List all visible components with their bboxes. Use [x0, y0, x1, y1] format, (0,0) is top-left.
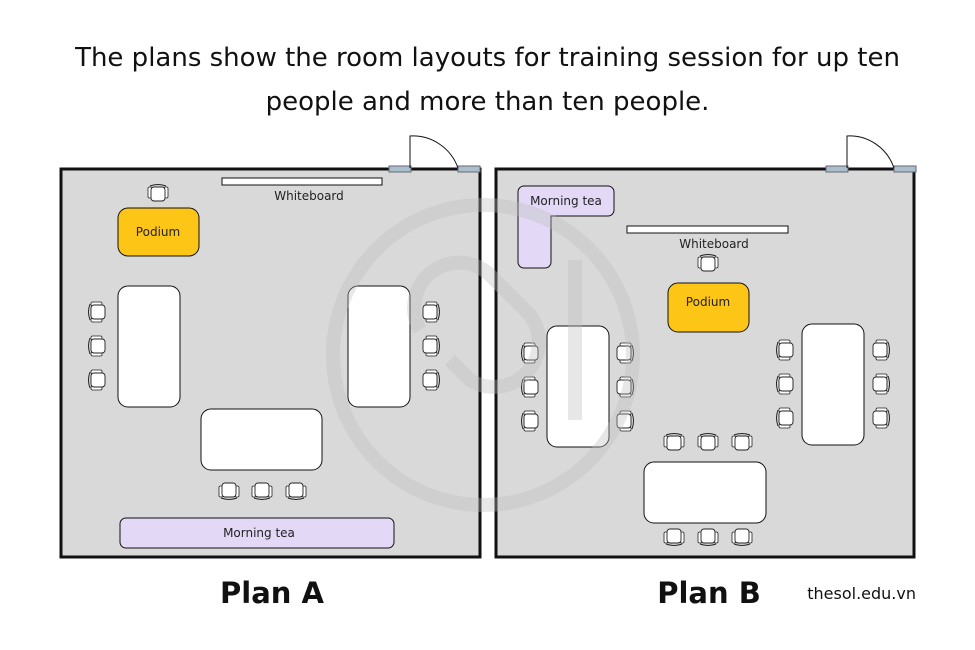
plan-b-morning-tea [517, 185, 615, 269]
title-line-1: The plans show the room layouts for trai… [75, 43, 900, 73]
plan-b-morning-tea-label: Morning tea [530, 194, 602, 208]
chair-icon [218, 482, 240, 500]
chair-icon [872, 407, 890, 429]
plan-a-podium [117, 207, 200, 257]
plan-a-whiteboard [221, 177, 383, 186]
plan-a-table-bottom [200, 408, 323, 471]
watermark-logo [326, 198, 640, 512]
plan-a-table-right [347, 285, 411, 408]
plan-b-table-left [546, 325, 610, 448]
chair-icon [776, 339, 794, 361]
credit-text: thesol.edu.vn [807, 584, 916, 603]
title: The plans show the room layouts for trai… [0, 36, 975, 124]
plan-a-table-left [117, 285, 181, 408]
chair-icon [251, 482, 273, 500]
plan-a-whiteboard-label: Whiteboard [274, 189, 344, 203]
plan-a-morning-tea-label: Morning tea [223, 526, 295, 540]
plan-b-podium [667, 282, 750, 333]
title-line-2: people and more than ten people. [265, 87, 710, 117]
plan-a-label: Plan A [220, 576, 325, 610]
chair-icon [616, 342, 634, 364]
chair-icon [616, 410, 634, 432]
chair-icon [697, 254, 719, 272]
chair-icon [872, 373, 890, 395]
plan-b-table-right [801, 323, 865, 446]
chair-icon [521, 410, 539, 432]
plan-a-morning-tea [119, 517, 395, 549]
plan-a-podium-label: Podium [136, 225, 180, 239]
chair-icon [731, 528, 753, 546]
chair-icon [88, 301, 106, 323]
chair-icon [697, 433, 719, 451]
chair-icon [663, 433, 685, 451]
chair-icon [872, 339, 890, 361]
chair-icon [776, 407, 794, 429]
chair-icon [88, 369, 106, 391]
plan-b-whiteboard-label: Whiteboard [679, 237, 749, 251]
chair-icon [731, 433, 753, 451]
chair-icon [422, 301, 440, 323]
plan-b-label: Plan B [657, 576, 761, 610]
chair-icon [422, 335, 440, 357]
chairs [88, 184, 890, 546]
chair-icon [521, 342, 539, 364]
chair-icon [422, 369, 440, 391]
chair-icon [776, 373, 794, 395]
chair-icon [285, 482, 307, 500]
plan-b-door [825, 135, 917, 173]
chair-icon [663, 528, 685, 546]
plan-b-podium-label: Podium [686, 295, 730, 309]
chair-icon [697, 528, 719, 546]
chair-icon [616, 376, 634, 398]
plan-b-whiteboard [626, 225, 789, 234]
plan-b: Morning tea Whiteboard Podium [494, 135, 917, 559]
plan-a-door [388, 135, 481, 173]
chair-icon [521, 376, 539, 398]
chair-icon [147, 184, 169, 202]
plan-b-table-bottom [643, 461, 767, 524]
chair-icon [88, 335, 106, 357]
